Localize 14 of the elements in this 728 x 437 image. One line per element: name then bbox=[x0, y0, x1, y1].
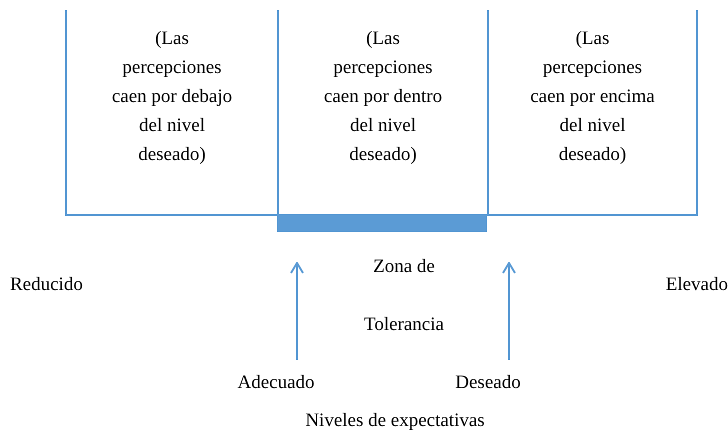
panel-text: (Las percepciones caen por encima del nivel deseado) bbox=[529, 27, 656, 167]
panel-text: (Las percepciones caen por debajo del nivel deseado) bbox=[110, 27, 234, 167]
zone-label: Zona de Tolerancia bbox=[363, 255, 445, 337]
scale-label: Elevado bbox=[664, 273, 728, 297]
tolerance-zone-bar bbox=[277, 215, 487, 232]
panel-text: (Las percepciones caen por dentro del nivel deseado) bbox=[322, 27, 444, 167]
level-label: Deseado bbox=[430, 370, 546, 396]
panel bbox=[487, 10, 698, 216]
axis-title: Niveles de expectativas bbox=[304, 409, 486, 433]
level-label: Adecuado bbox=[216, 370, 336, 396]
arrow bbox=[290, 262, 304, 360]
scale-label: Reducido bbox=[10, 273, 84, 297]
arrow bbox=[502, 262, 516, 360]
panel bbox=[65, 10, 277, 216]
